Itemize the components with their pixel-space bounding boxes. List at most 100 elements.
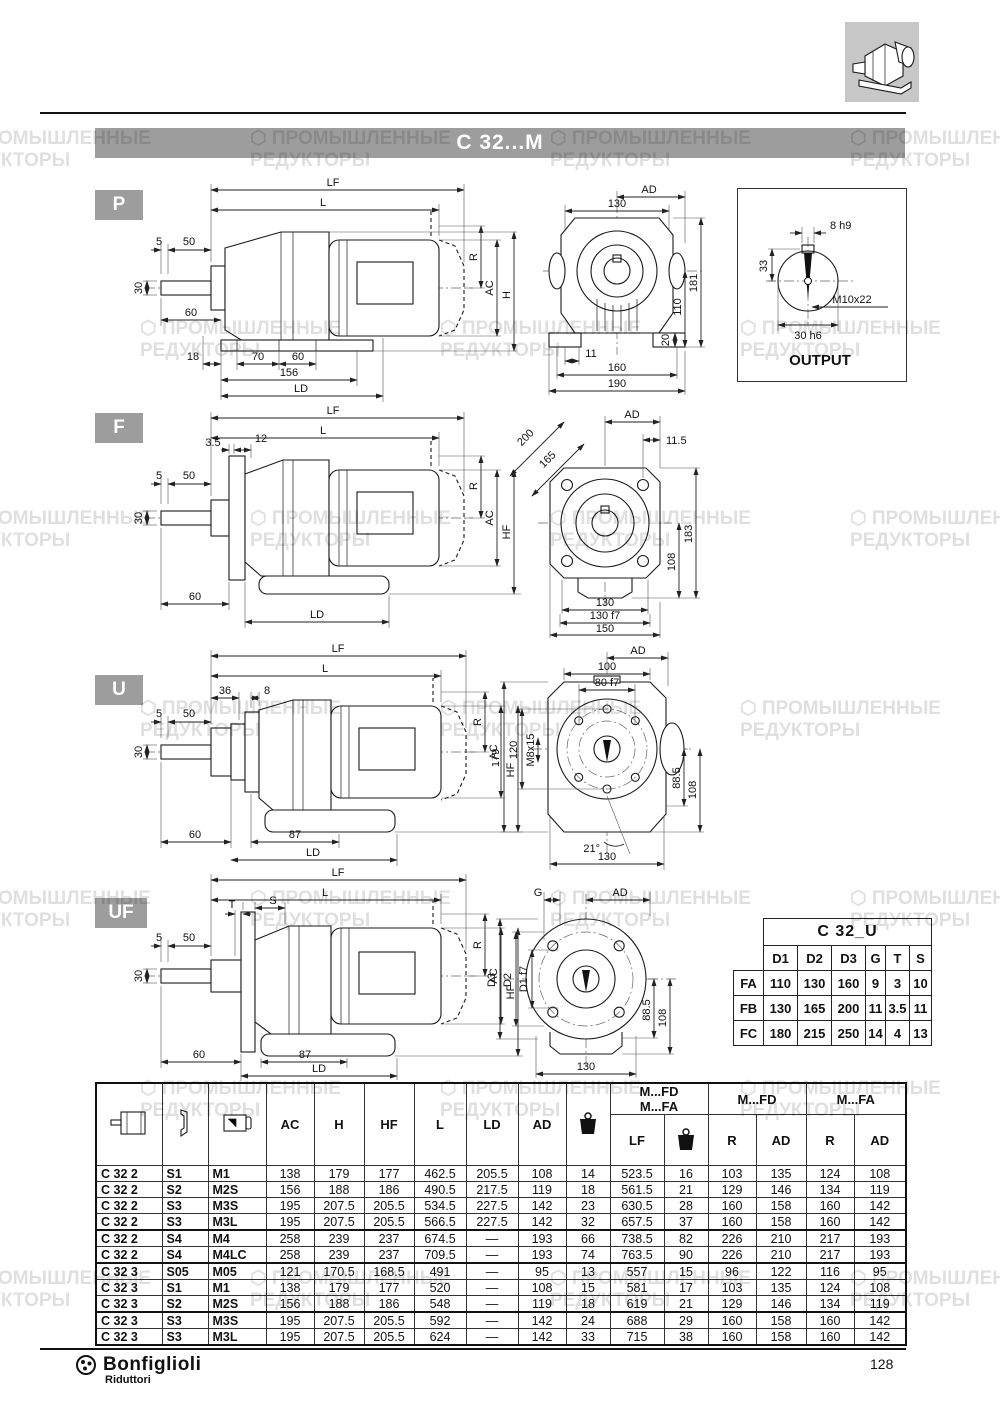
value-cell: 135 — [755, 1279, 807, 1296]
c32u-value-cell: 3 — [885, 970, 910, 996]
dim-label: G — [534, 887, 543, 899]
p-side-view-drawing: LF L 5 50 30 60 18 70 60 156 LD R AC H — [133, 177, 517, 402]
value-cell: 193 — [853, 1246, 907, 1264]
dim-label: 50 — [183, 470, 195, 482]
c32u-value-cell: 11 — [865, 995, 886, 1021]
value-cell: 122 — [755, 1262, 807, 1280]
motor-cell: M4LC — [207, 1246, 267, 1264]
model-cell: C 32 3 — [95, 1328, 163, 1346]
value-cell: 566.5 — [413, 1213, 467, 1231]
value-cell: 258 — [265, 1229, 315, 1247]
c32u-value-cell: 215 — [797, 1020, 832, 1046]
value-cell: 138 — [265, 1279, 315, 1296]
value-cell: 170.5 — [313, 1262, 365, 1280]
bonfiglioli-icon — [76, 1355, 96, 1375]
stage-cell: S2 — [161, 1181, 209, 1198]
value-cell: 160 — [805, 1311, 855, 1329]
dim-label: L — [322, 887, 328, 899]
value-cell: 142 — [853, 1213, 907, 1231]
col-ad: AD — [517, 1082, 567, 1166]
value-cell: 134 — [805, 1295, 855, 1313]
value-cell: 237 — [363, 1246, 415, 1264]
dim-label: S — [269, 895, 276, 907]
value-cell: 158 — [755, 1213, 807, 1231]
c32u-value-cell: 250 — [831, 1020, 866, 1046]
value-cell: 523.5 — [609, 1165, 665, 1182]
value-cell: 158 — [755, 1328, 807, 1346]
dim-label: AD — [641, 184, 656, 196]
value-cell: 581 — [609, 1279, 665, 1296]
value-cell: 158 — [755, 1311, 807, 1329]
dim-label: 12 — [255, 433, 267, 445]
value-cell: 217 — [805, 1229, 855, 1247]
dim-label: LF — [327, 177, 340, 189]
value-cell: 205.5 — [363, 1213, 415, 1231]
c32u-col-d1: D1 — [763, 945, 798, 971]
value-cell: 18 — [565, 1181, 611, 1198]
value-cell: 158 — [755, 1197, 807, 1214]
motor-cell: M3S — [207, 1197, 267, 1214]
value-cell: 205.5 — [363, 1311, 415, 1329]
brand-name: Bonfiglioli — [103, 1354, 202, 1375]
dim-label: AD — [630, 646, 645, 657]
model-cell: C 32 2 — [95, 1246, 163, 1264]
dim-label: D1 f7 — [518, 966, 530, 992]
value-cell: 119 — [517, 1295, 567, 1313]
value-cell: 193 — [517, 1246, 567, 1264]
value-cell: 186 — [363, 1181, 415, 1198]
stage-cell: S3 — [161, 1311, 209, 1329]
dim-label: AD — [612, 887, 627, 899]
value-cell: 160 — [707, 1197, 757, 1214]
value-cell: 103 — [707, 1279, 757, 1296]
value-cell: 160 — [707, 1213, 757, 1231]
value-cell: 95 — [517, 1262, 567, 1280]
c32u-value-cell: 3.5 — [885, 995, 910, 1021]
value-cell: 74 — [565, 1246, 611, 1264]
motor-cell: M2S — [207, 1181, 267, 1198]
motor-cell: M05 — [207, 1262, 267, 1280]
value-cell: 116 — [805, 1262, 855, 1280]
value-cell: 179 — [313, 1279, 365, 1296]
value-cell: 119 — [853, 1295, 907, 1313]
stage-cell: S1 — [161, 1279, 209, 1296]
gearmotor-icon — [852, 41, 915, 95]
col-ac: AC — [265, 1082, 315, 1166]
value-cell: — — [465, 1295, 519, 1313]
product-thumbnail — [845, 22, 919, 102]
value-cell: 18 — [565, 1295, 611, 1313]
value-cell: 14 — [565, 1165, 611, 1182]
dim-label: 50 — [183, 932, 195, 944]
model-cell: C 32 3 — [95, 1262, 163, 1280]
value-cell: 462.5 — [413, 1165, 467, 1182]
dim-label: 108 — [687, 781, 699, 799]
dim-label: R — [472, 718, 484, 726]
dim-label: 200 — [515, 427, 536, 448]
value-cell: 520 — [413, 1279, 467, 1296]
value-cell: 33 — [565, 1328, 611, 1346]
value-cell: 15 — [565, 1279, 611, 1296]
dim-label: 33 — [758, 260, 770, 272]
value-cell: 37 — [663, 1213, 709, 1231]
value-cell: 142 — [517, 1213, 567, 1231]
dim-label: L — [320, 197, 326, 209]
dim-label: LF — [332, 867, 345, 879]
f-side-view-drawing: LF L 3.5 12 5 50 30 60 LD R AC HF — [133, 405, 521, 628]
dim-label: 156 — [280, 367, 298, 379]
value-cell: 108 — [853, 1165, 907, 1182]
value-cell: 688 — [609, 1311, 665, 1329]
value-cell: 491 — [413, 1262, 467, 1280]
value-cell: 205.5 — [363, 1328, 415, 1346]
value-cell: — — [465, 1246, 519, 1264]
c32u-value-cell: 10 — [909, 970, 932, 996]
col-ad-fa: AD — [853, 1114, 907, 1166]
c32u-value-cell: 165 — [797, 995, 832, 1021]
dim-label: D2 — [502, 973, 514, 987]
c32u-value-cell: 200 — [831, 995, 866, 1021]
dim-label: M10x22 — [832, 294, 871, 306]
col-kg: Kg — [565, 1082, 611, 1166]
dim-label: 21° — [583, 843, 600, 855]
